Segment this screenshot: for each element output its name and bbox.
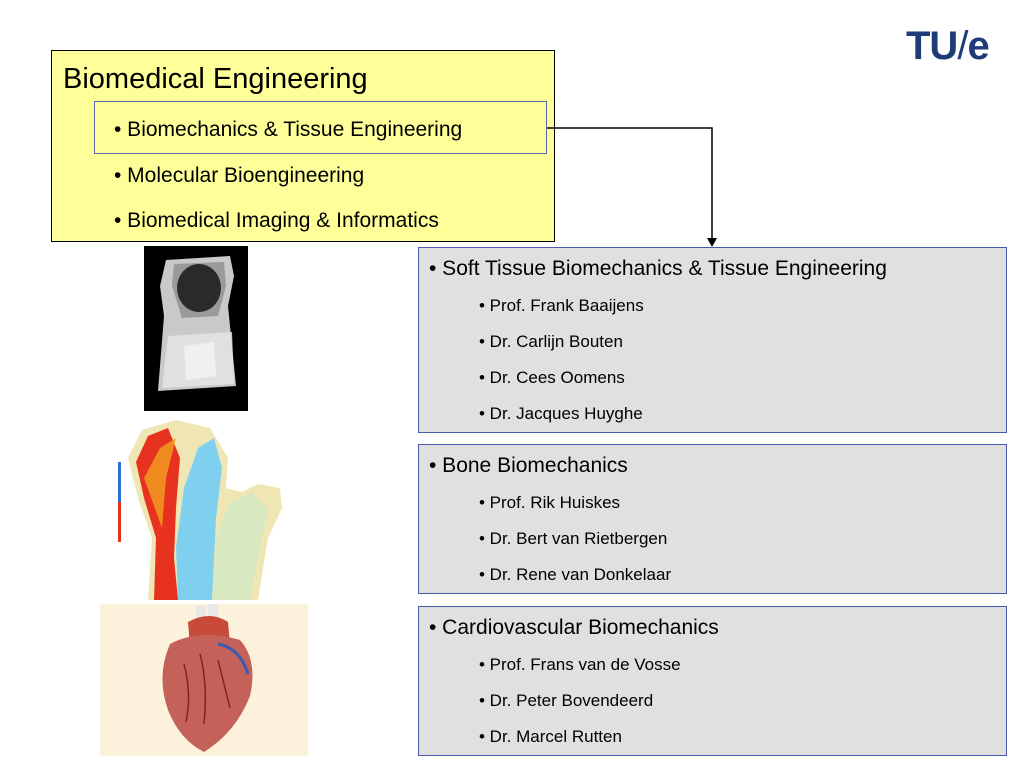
tue-logo: TU/e <box>906 24 998 68</box>
group-soft-tissue: • Soft Tissue Biomechanics & Tissue Engi… <box>418 247 1007 433</box>
member-list: • Prof. Frans van de Vosse • Dr. Peter B… <box>479 655 681 763</box>
selected-item-highlight <box>94 101 547 154</box>
group-title: • Soft Tissue Biomechanics & Tissue Engi… <box>429 257 887 280</box>
member-list: • Prof. Rik Huiskes • Dr. Bert van Rietb… <box>479 493 671 601</box>
member-list: • Prof. Frank Baaijens • Dr. Carlijn Bou… <box>479 296 644 440</box>
member-item: • Dr. Bert van Rietbergen <box>479 529 668 548</box>
group-cardiovascular: • Cardiovascular Biomechanics • Prof. Fr… <box>418 606 1007 756</box>
member-item: • Dr. Cees Oomens <box>479 368 625 387</box>
member-item: • Dr. Jacques Huyghe <box>479 404 643 423</box>
member-item: • Prof. Frans van de Vosse <box>479 655 681 674</box>
logo-e: e <box>967 24 989 68</box>
biomedical-item-biomechanics: • Biomechanics & Tissue Engineering <box>114 118 463 141</box>
bone-density-image <box>118 418 284 600</box>
group-bone: • Bone Biomechanics • Prof. Rik Huiskes … <box>418 444 1007 594</box>
member-item: • Dr. Rene van Donkelaar <box>479 565 672 584</box>
member-item: • Prof. Frank Baaijens <box>479 296 644 315</box>
biomedical-item-molecular: • Molecular Bioengineering <box>114 164 365 187</box>
member-item: • Prof. Rik Huiskes <box>479 493 621 512</box>
member-item: • Dr. Marcel Rutten <box>479 727 622 746</box>
member-item: • Dr. Peter Bovendeerd <box>479 691 654 710</box>
tissue-sample-image <box>144 246 248 411</box>
biomedical-engineering-box: Biomedical Engineering • Biomechanics & … <box>51 50 555 242</box>
biomedical-title: Biomedical Engineering <box>63 63 368 95</box>
group-title: • Bone Biomechanics <box>429 454 628 477</box>
logo-slash: / <box>957 24 968 68</box>
heart-image <box>100 604 308 756</box>
logo-tu: TU <box>906 24 958 68</box>
member-item: • Dr. Carlijn Bouten <box>479 332 623 351</box>
group-title: • Cardiovascular Biomechanics <box>429 616 719 639</box>
biomedical-item-imaging: • Biomedical Imaging & Informatics <box>114 209 439 232</box>
